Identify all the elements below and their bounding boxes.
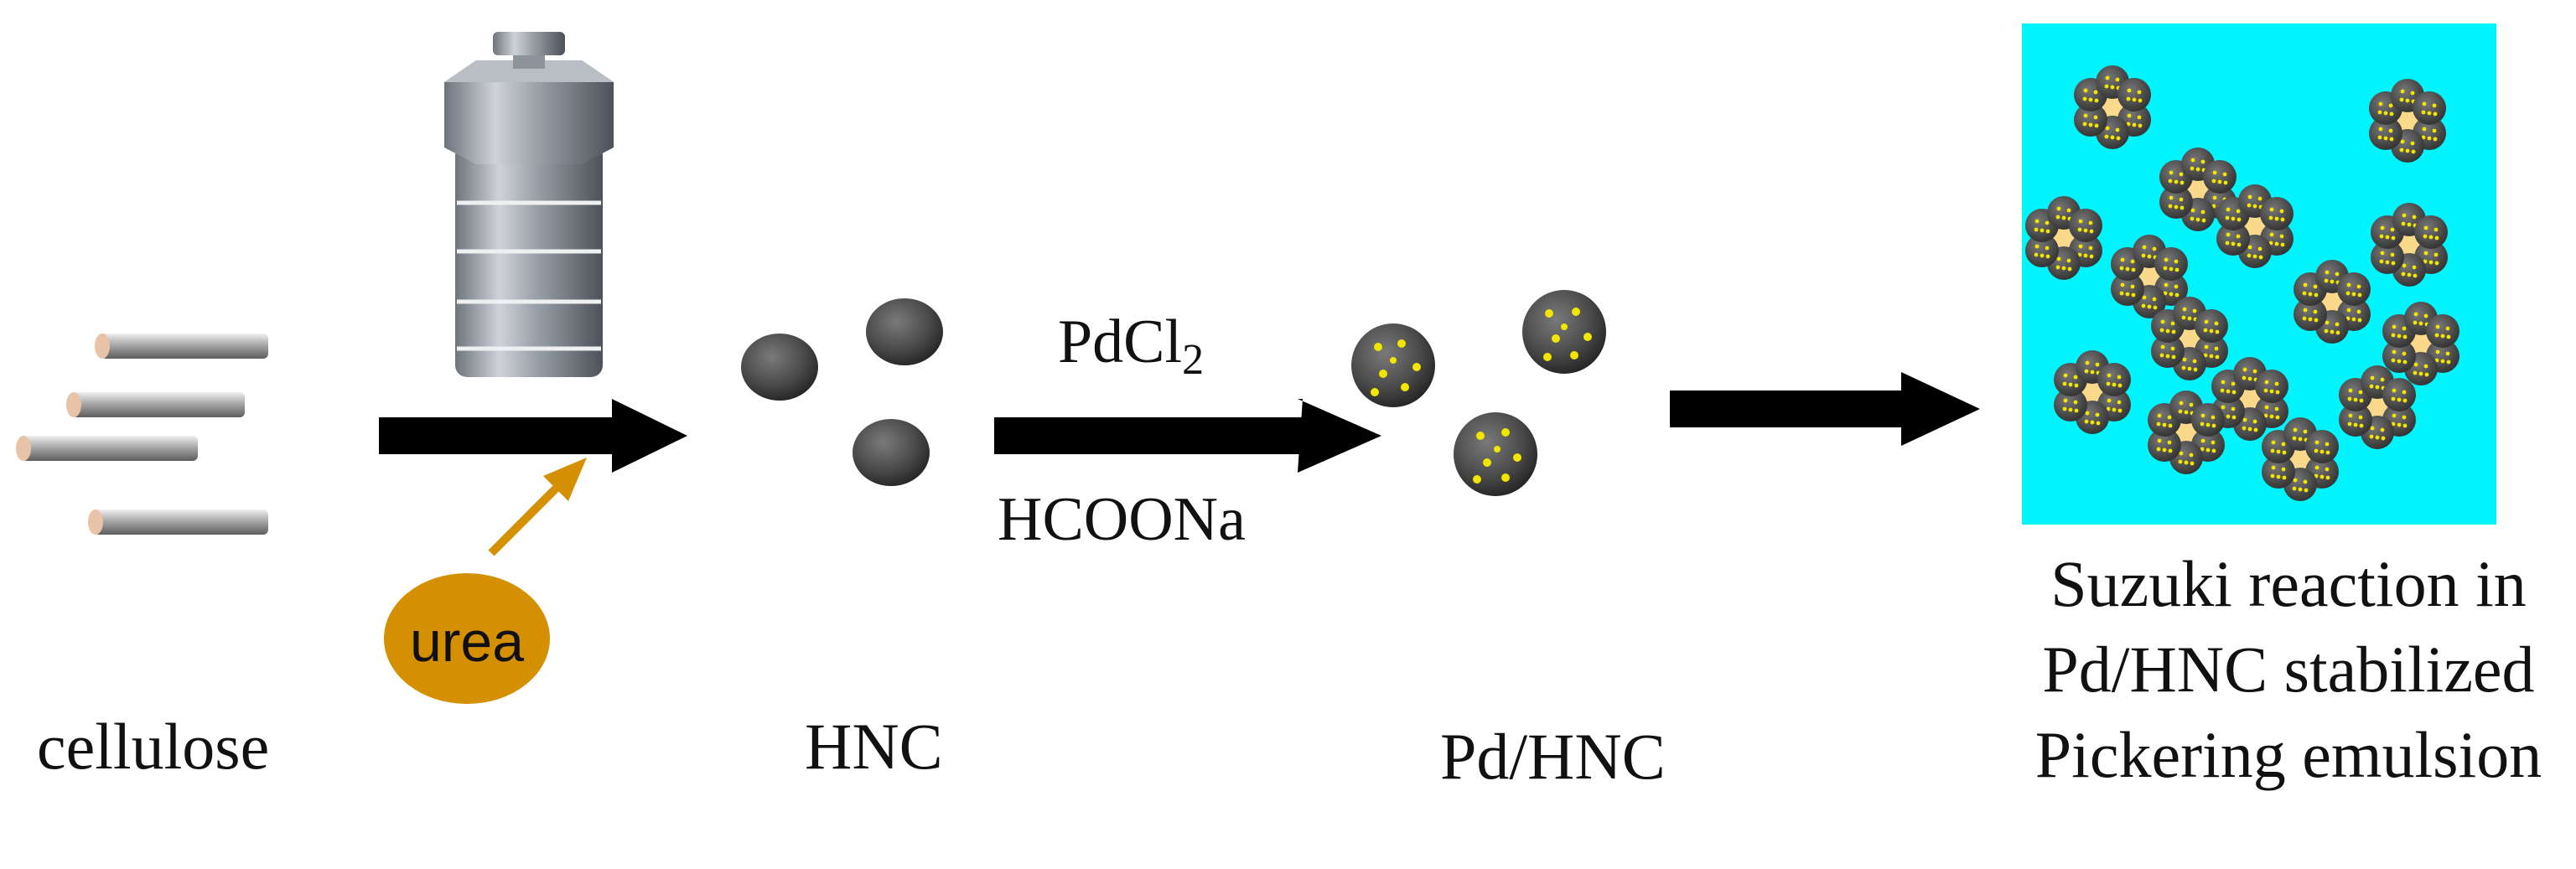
emulsion-droplet: [2294, 260, 2371, 344]
label-hcoona: HCOONa: [998, 485, 1246, 554]
label-pd-hnc: Pd/HNC: [1440, 720, 1666, 793]
urea-arrow: [488, 458, 587, 556]
emulsion-droplet: [2382, 302, 2459, 385]
pdcl2-subscript: 2: [1182, 336, 1205, 384]
emulsion-droplet: [2025, 196, 2102, 280]
urea-bubble: [384, 573, 550, 704]
emulsion-droplet: [2371, 203, 2448, 287]
result-line-2: Pd/HNC stabilized: [2042, 633, 2535, 706]
cellulose-fiber-icon: [16, 436, 198, 461]
emulsion-droplet: [2148, 391, 2225, 474]
emulsion-droplets: [2025, 65, 2459, 501]
emulsion-droplet: [2211, 357, 2288, 441]
arrow-hydrothermal: [379, 399, 687, 473]
emulsion-droplet: [2216, 184, 2294, 268]
emulsion-droplet: [2054, 350, 2131, 434]
cellulose-fiber-icon: [66, 392, 245, 417]
cellulose-fiber-icon: [95, 334, 268, 359]
result-line-3: Pickering emulsion: [2034, 718, 2542, 791]
arrow-reduction: [994, 399, 1381, 473]
pd-sphere-3: [1454, 412, 1537, 496]
autoclave-reactor-icon: [444, 32, 614, 377]
cellulose-fiber-icon: [88, 510, 268, 535]
emulsion-droplet: [2262, 417, 2339, 501]
label-suzuki-reaction: Suzuki reaction in Pd/HNC stabilized Pic…: [1995, 541, 2576, 798]
pd-sphere-1: [1351, 323, 1435, 407]
emulsion-droplet: [2074, 65, 2151, 149]
label-pdcl2: PdCl2: [1058, 307, 1204, 385]
arrow-emulsion: [1670, 372, 1980, 446]
carbon-sphere-icon: [853, 419, 930, 486]
emulsion-droplet: [2151, 297, 2228, 380]
carbon-sphere-icon: [741, 334, 818, 401]
pdcl2-main: PdCl: [1058, 308, 1183, 376]
pd-hnc-spheres: [1351, 290, 1606, 496]
cellulose-fibers: [16, 334, 268, 535]
emulsion-droplet: [2369, 79, 2446, 163]
label-cellulose: cellulose: [37, 710, 270, 783]
result-line-1: Suzuki reaction in: [2050, 547, 2527, 620]
emulsion-droplet: [2339, 365, 2416, 449]
carbon-sphere-icon: [866, 298, 943, 365]
label-hnc: HNC: [805, 710, 943, 783]
hnc-spheres: [741, 298, 943, 486]
emulsion-droplet: [2111, 235, 2188, 318]
label-urea: urea: [409, 610, 525, 674]
pd-sphere-2: [1522, 290, 1606, 374]
